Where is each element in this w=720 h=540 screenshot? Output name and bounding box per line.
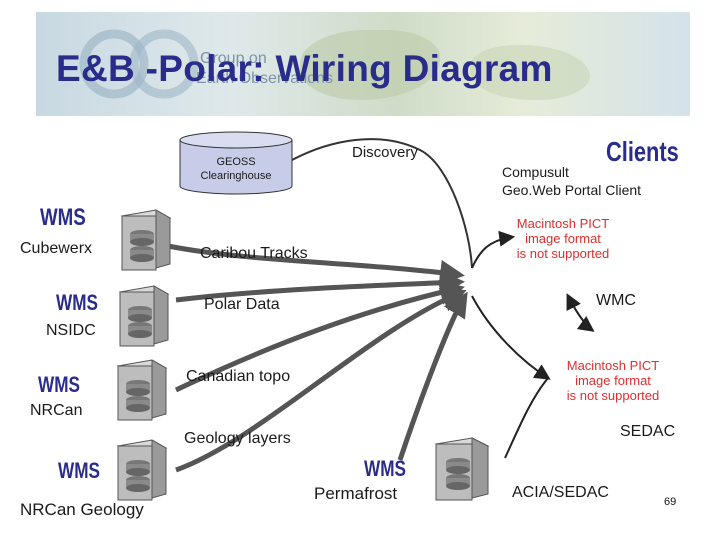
geo-logo	[79, 29, 199, 99]
server-name-nrcan: NRCan	[30, 402, 83, 419]
clients-heading: Clients	[606, 136, 679, 167]
clearinghouse-label: GEOSS Clearinghouse	[200, 156, 272, 182]
arrow-to-sedac	[471, 295, 551, 380]
database-cylinder-icon	[179, 131, 293, 195]
sedac-label: SEDAC	[620, 423, 676, 440]
server-icon	[116, 439, 168, 501]
server-name-cubewerx: Cubewerx	[20, 240, 93, 257]
layer-label-canadian-topo: Canadian topo	[186, 368, 291, 385]
arrow-wmc	[566, 293, 595, 332]
wmc-label: WMC	[596, 292, 636, 309]
pict-placeholder: Macintosh PICT image format is not suppo…	[566, 358, 660, 403]
banner-map-decoration	[470, 45, 590, 100]
layer-label-geology: Geology layers	[184, 430, 291, 447]
portal-client-label: Geo.Web Portal Client	[502, 182, 642, 198]
compusult-label: Compusult	[502, 164, 569, 180]
page-title: E&B -Polar: Wiring Diagram	[56, 48, 553, 89]
server-name-nsidc: NSIDC	[46, 322, 96, 339]
server-name-nrcan-geology: NRCan Geology	[20, 500, 144, 519]
logo-subtitle: Earth Observations	[196, 70, 333, 87]
arrow-permafrost	[397, 291, 468, 461]
server-icon	[120, 209, 172, 271]
arrow-nrcan-geology	[175, 288, 467, 473]
layer-label-caribou: Caribou Tracks	[200, 245, 308, 262]
wms-label: WMS	[58, 458, 100, 483]
wms-label: WMS	[38, 372, 80, 397]
pict-placeholder: Macintosh PICT image format is not suppo…	[516, 216, 610, 261]
page-number: 69	[664, 496, 677, 508]
arrow-to-compusult	[471, 230, 516, 269]
server-icon	[434, 437, 490, 501]
wms-label: WMS	[364, 456, 406, 481]
arrow-discovery	[291, 138, 473, 269]
layer-label-polar-data: Polar Data	[204, 296, 280, 313]
wms-label: WMS	[56, 290, 98, 315]
server-icon	[116, 359, 168, 421]
logo-subtitle: Group on	[200, 50, 267, 67]
acia-sedac-label: ACIA/SEDAC	[512, 484, 609, 501]
server-name-permafrost: Permafrost	[314, 484, 398, 503]
server-icon	[118, 285, 170, 347]
arrow-cubewerx	[167, 243, 465, 285]
arrow-nsidc	[175, 270, 465, 303]
arrow-acia-link	[504, 377, 549, 459]
arrow-nrcan	[174, 280, 465, 393]
wms-label: WMS	[40, 204, 86, 231]
discovery-label: Discovery	[352, 144, 418, 161]
